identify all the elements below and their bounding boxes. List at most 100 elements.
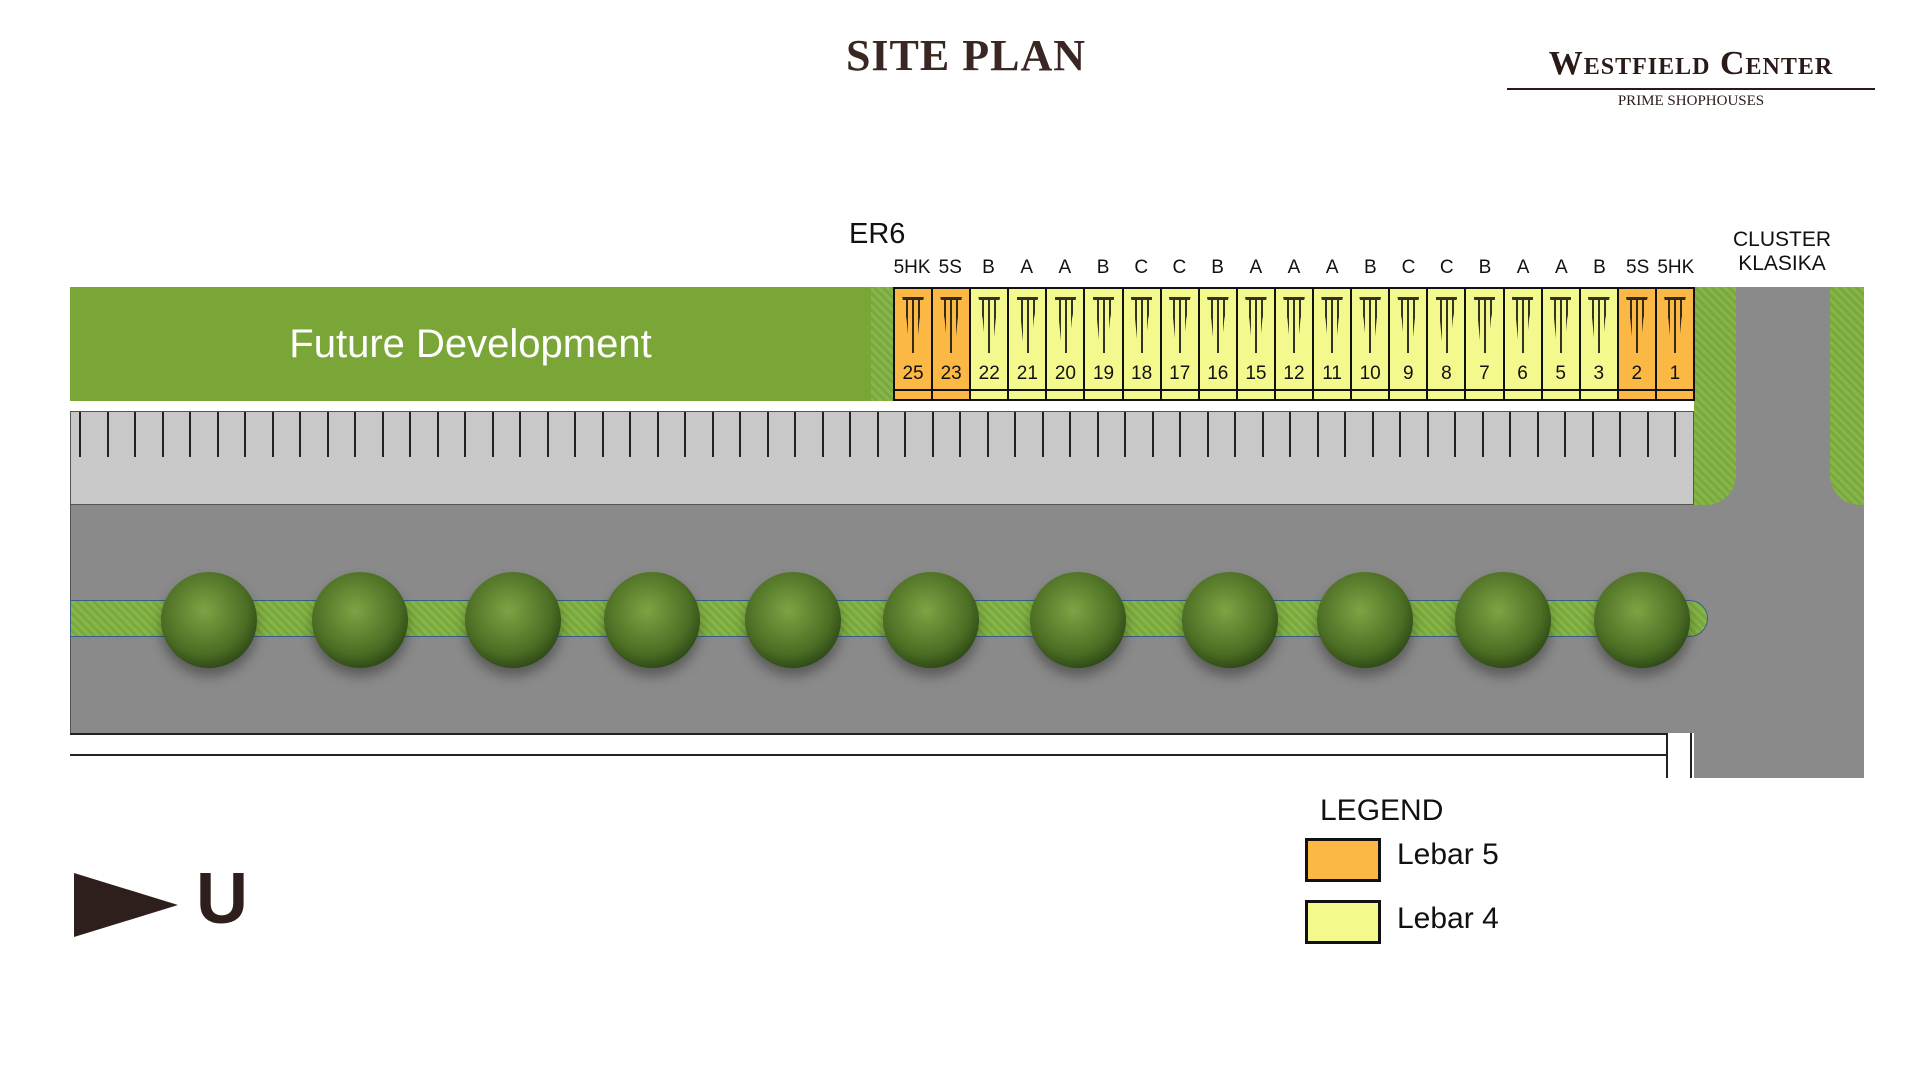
unit-type-label: A: [1287, 257, 1301, 278]
unit-type-label: A: [1554, 257, 1568, 278]
unit-number: 15: [1245, 363, 1267, 384]
north-label: U: [196, 859, 248, 939]
unit-number: 8: [1441, 363, 1452, 384]
shophouse-unit[interactable]: 20: [1047, 289, 1086, 399]
parking-stall-line: [1179, 412, 1181, 457]
parking-stall-line: [1426, 412, 1429, 457]
parking-stall-line: [546, 412, 549, 457]
block-label: ER6: [849, 218, 906, 250]
boundary-line: [70, 754, 1666, 756]
floor-plan-icon: [1130, 297, 1153, 353]
floor-plan-icon: [1435, 297, 1458, 353]
shophouse-unit[interactable]: 10: [1352, 289, 1391, 399]
unit-number: 11: [1322, 363, 1342, 384]
unit-number: 16: [1207, 363, 1229, 384]
logo-name: Westfield Center: [1507, 40, 1875, 90]
shophouse-unit[interactable]: 16: [1199, 289, 1238, 399]
parking-stall-line: [959, 412, 961, 457]
front-wall: [1314, 389, 1351, 391]
parking-stall-line: [1646, 412, 1649, 457]
shophouse-unit[interactable]: 25: [895, 289, 934, 399]
front-wall: [1009, 389, 1046, 391]
parking-stall-line: [904, 412, 906, 457]
shophouse-unit[interactable]: 22: [971, 289, 1010, 399]
cluster-label-line: CLUSTER: [1732, 228, 1832, 251]
unit-number: 21: [1016, 363, 1038, 384]
shophouse-unit[interactable]: 6: [1504, 289, 1543, 399]
legend-label: Lebar 5: [1397, 838, 1499, 871]
shophouse-unit[interactable]: 2: [1618, 289, 1657, 399]
boundary-line: [1666, 733, 1668, 778]
unit-type-label: B: [1478, 257, 1492, 278]
unit-type-label: A: [1325, 257, 1339, 278]
unit-number: 17: [1169, 363, 1191, 384]
parking-stall-line: [354, 412, 356, 457]
parking-stall-line: [271, 412, 274, 457]
parking-stall-line: [794, 412, 796, 457]
unit-type-label: A: [1516, 257, 1530, 278]
shophouse-unit[interactable]: 7: [1466, 289, 1505, 399]
shophouse-unit[interactable]: 8: [1428, 289, 1467, 399]
unit-number: 18: [1131, 363, 1153, 384]
front-wall: [1390, 389, 1427, 391]
parking-stall-line: [601, 412, 604, 457]
shophouse-unit[interactable]: 21: [1009, 289, 1048, 399]
front-wall: [1656, 389, 1693, 391]
floor-plan-icon: [1245, 297, 1267, 353]
shophouse-unit[interactable]: 9: [1390, 289, 1429, 399]
floor-plan-icon: [940, 297, 962, 353]
legend-title: LEGEND: [1320, 794, 1444, 827]
tree-icon: [465, 572, 561, 668]
front-wall: [1504, 389, 1541, 391]
grass-strip: [871, 287, 893, 401]
cluster-label: CLUSTER KLASIKA: [1712, 228, 1852, 276]
parking-stall-line: [1674, 412, 1676, 457]
shophouse-unit[interactable]: 11: [1314, 289, 1353, 399]
parking-stall-line: [381, 412, 384, 457]
unit-type-label: C: [1401, 257, 1416, 278]
floor-plan-icon: [1016, 297, 1039, 353]
parking-stall-line: [766, 412, 769, 457]
parking-stall-line: [244, 412, 246, 457]
parking-stall-line: [409, 412, 411, 457]
parking-stall-line: [1041, 412, 1044, 457]
parking-stall-line: [1096, 412, 1099, 457]
parking-stall-line: [1261, 412, 1264, 457]
parking-stall-line: [1206, 412, 1209, 457]
front-wall: [1199, 389, 1236, 391]
unit-number: 1: [1669, 363, 1681, 384]
parking-stall-line: [1619, 412, 1621, 457]
unit-number: 23: [940, 363, 962, 384]
shophouse-unit[interactable]: 18: [1123, 289, 1162, 399]
future-development-area: Future Development: [70, 287, 871, 401]
shophouse-unit[interactable]: 15: [1237, 289, 1276, 399]
floor-plan-icon: [1587, 297, 1610, 353]
grass-verge: [1830, 287, 1864, 505]
parking-stall-line: [134, 412, 136, 457]
parking-stall-line: [299, 412, 301, 457]
shophouse-unit[interactable]: 1: [1656, 289, 1693, 399]
parking-stall-line: [464, 412, 466, 457]
tree-icon: [161, 572, 257, 668]
shophouse-unit[interactable]: 17: [1161, 289, 1200, 399]
shophouse-unit[interactable]: 23: [933, 289, 972, 399]
shophouse-unit[interactable]: 5: [1542, 289, 1581, 399]
floor-plan-icon: [902, 297, 924, 353]
parking-stall-line: [1151, 412, 1154, 457]
shophouse-unit[interactable]: 3: [1580, 289, 1619, 399]
unit-number: 6: [1517, 363, 1528, 384]
legend-swatch-lebar5: [1305, 838, 1381, 882]
parking-stall-line: [711, 412, 714, 457]
north-arrow-icon: [74, 873, 178, 937]
parking-stall-line: [216, 412, 219, 457]
unit-number: 20: [1054, 363, 1076, 384]
parking-stall-line: [986, 412, 989, 457]
unit-type-label: C: [1439, 257, 1454, 278]
shophouse-unit[interactable]: 19: [1085, 289, 1124, 399]
floor-plan-icon: [1168, 297, 1191, 353]
unit-type-label: 5HK: [1657, 257, 1695, 278]
shophouse-unit[interactable]: 12: [1275, 289, 1315, 399]
unit-number: 3: [1593, 363, 1605, 384]
parking-stall-line: [629, 412, 631, 457]
